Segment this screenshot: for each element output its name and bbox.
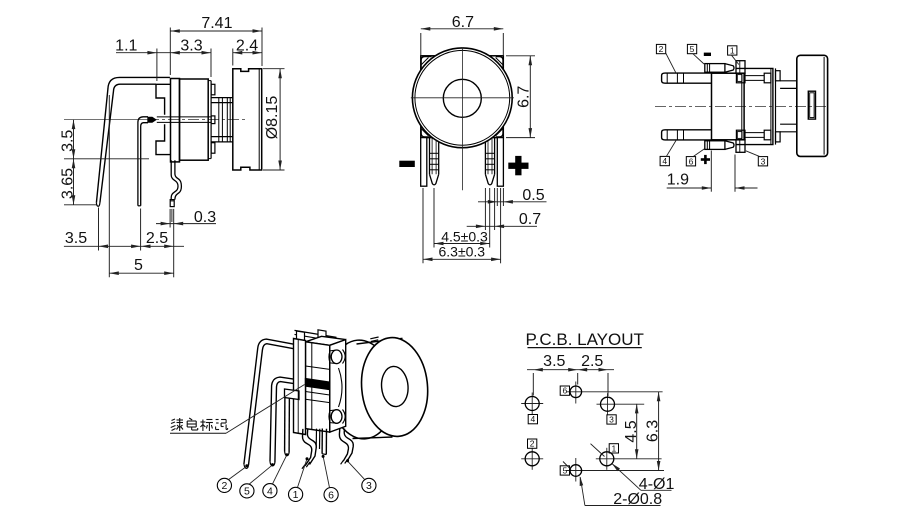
svg-text:5: 5 <box>562 465 567 475</box>
svg-text:0.7: 0.7 <box>519 211 541 228</box>
svg-text:4: 4 <box>662 156 667 166</box>
svg-text:4: 4 <box>267 486 273 498</box>
svg-text:6: 6 <box>328 489 334 501</box>
svg-text:P.C.B. LAYOUT: P.C.B. LAYOUT <box>525 330 643 349</box>
svg-text:3.3: 3.3 <box>180 38 202 55</box>
svg-text:3.5: 3.5 <box>65 230 87 247</box>
svg-text:2-Ø0.8: 2-Ø0.8 <box>613 491 662 508</box>
svg-text:1: 1 <box>293 489 299 501</box>
svg-text:5: 5 <box>244 486 250 498</box>
svg-text:3: 3 <box>609 414 614 424</box>
svg-text:4-Ø1: 4-Ø1 <box>639 476 675 493</box>
svg-text:2: 2 <box>221 480 227 492</box>
svg-text:6.7: 6.7 <box>515 86 532 108</box>
svg-text:1.1: 1.1 <box>115 38 137 55</box>
svg-text:7.41: 7.41 <box>201 15 232 32</box>
svg-text:1.9: 1.9 <box>667 172 689 189</box>
svg-text:3.65: 3.65 <box>59 168 76 199</box>
svg-text:2.5: 2.5 <box>146 230 168 247</box>
svg-text:1: 1 <box>730 45 735 55</box>
svg-text:2.5: 2.5 <box>581 353 603 370</box>
svg-text:Ø8.15: Ø8.15 <box>264 96 281 140</box>
svg-text:2: 2 <box>530 439 535 449</box>
svg-text:3.5: 3.5 <box>543 353 565 370</box>
svg-text:0.5: 0.5 <box>522 187 544 204</box>
svg-text:0.3: 0.3 <box>194 209 216 226</box>
svg-text:6: 6 <box>562 386 567 396</box>
svg-text:2.4: 2.4 <box>236 38 258 55</box>
svg-text:6: 6 <box>689 156 694 166</box>
svg-text:3: 3 <box>761 156 766 166</box>
svg-text:6.3: 6.3 <box>644 420 661 442</box>
svg-text:6.3±0.3: 6.3±0.3 <box>438 243 485 259</box>
svg-text:2: 2 <box>659 44 664 54</box>
svg-text:3: 3 <box>366 480 372 492</box>
svg-text:1: 1 <box>611 443 616 453</box>
svg-text:3.5: 3.5 <box>59 130 76 152</box>
svg-text:4.5±0.3: 4.5±0.3 <box>441 229 488 245</box>
svg-text:5: 5 <box>690 44 695 54</box>
svg-text:5: 5 <box>134 257 143 274</box>
svg-text:4: 4 <box>530 414 535 424</box>
svg-text:4.5: 4.5 <box>623 420 640 442</box>
svg-text:6.7: 6.7 <box>452 14 474 31</box>
